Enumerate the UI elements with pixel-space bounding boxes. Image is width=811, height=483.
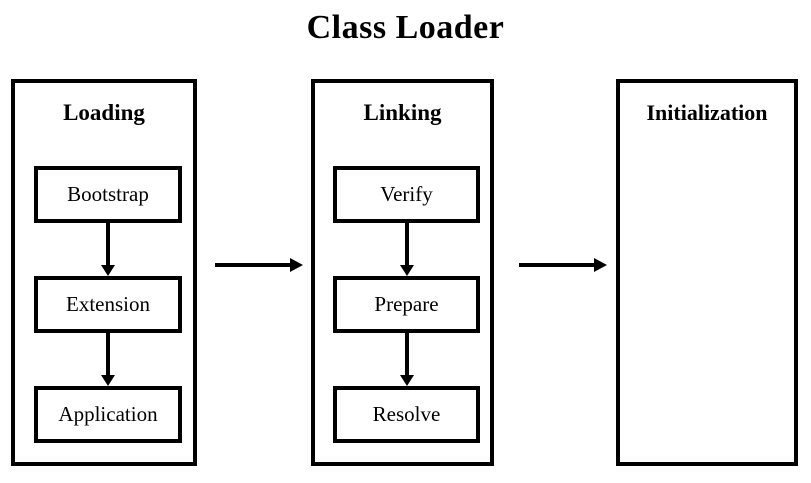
arrow-down-icon-verify-to-prepare [398, 223, 416, 276]
arrow-head [594, 258, 607, 272]
arrow-down-icon-prepare-to-resolve [398, 333, 416, 386]
stage-box-loading: Loading Bootstrap Extension Application [11, 79, 197, 466]
arrow-down-icon-extension-to-application [99, 333, 117, 386]
arrow-shaft [519, 263, 597, 267]
arrow-head [400, 265, 414, 276]
arrow-right-icon-linking-to-initialization [519, 255, 611, 275]
arrow-head [101, 375, 115, 386]
arrow-head [400, 375, 414, 386]
arrow-shaft [405, 223, 409, 267]
arrow-shaft [106, 223, 110, 267]
stage-title-linking: Linking [363, 100, 442, 125]
arrow-right-icon-loading-to-linking [215, 255, 307, 275]
step-box-verify: Verify [333, 166, 480, 223]
arrow-head [290, 258, 303, 272]
arrow-shaft [215, 263, 293, 267]
step-box-bootstrap: Bootstrap [34, 166, 182, 223]
page-title: Class Loader [306, 9, 505, 46]
arrow-down-icon-bootstrap-to-extension [99, 223, 117, 276]
step-box-extension: Extension [34, 276, 182, 333]
arrow-shaft [106, 333, 110, 377]
stage-box-linking: Linking Verify Prepare Resolve [311, 79, 494, 466]
stage-title-initialization: Initialization [646, 100, 768, 125]
step-box-application: Application [34, 386, 182, 443]
stage-title-loading: Loading [63, 100, 145, 125]
stage-box-initialization: Initialization [616, 79, 798, 466]
step-box-prepare: Prepare [333, 276, 480, 333]
step-box-resolve: Resolve [333, 386, 480, 443]
arrow-head [101, 265, 115, 276]
arrow-shaft [405, 333, 409, 377]
